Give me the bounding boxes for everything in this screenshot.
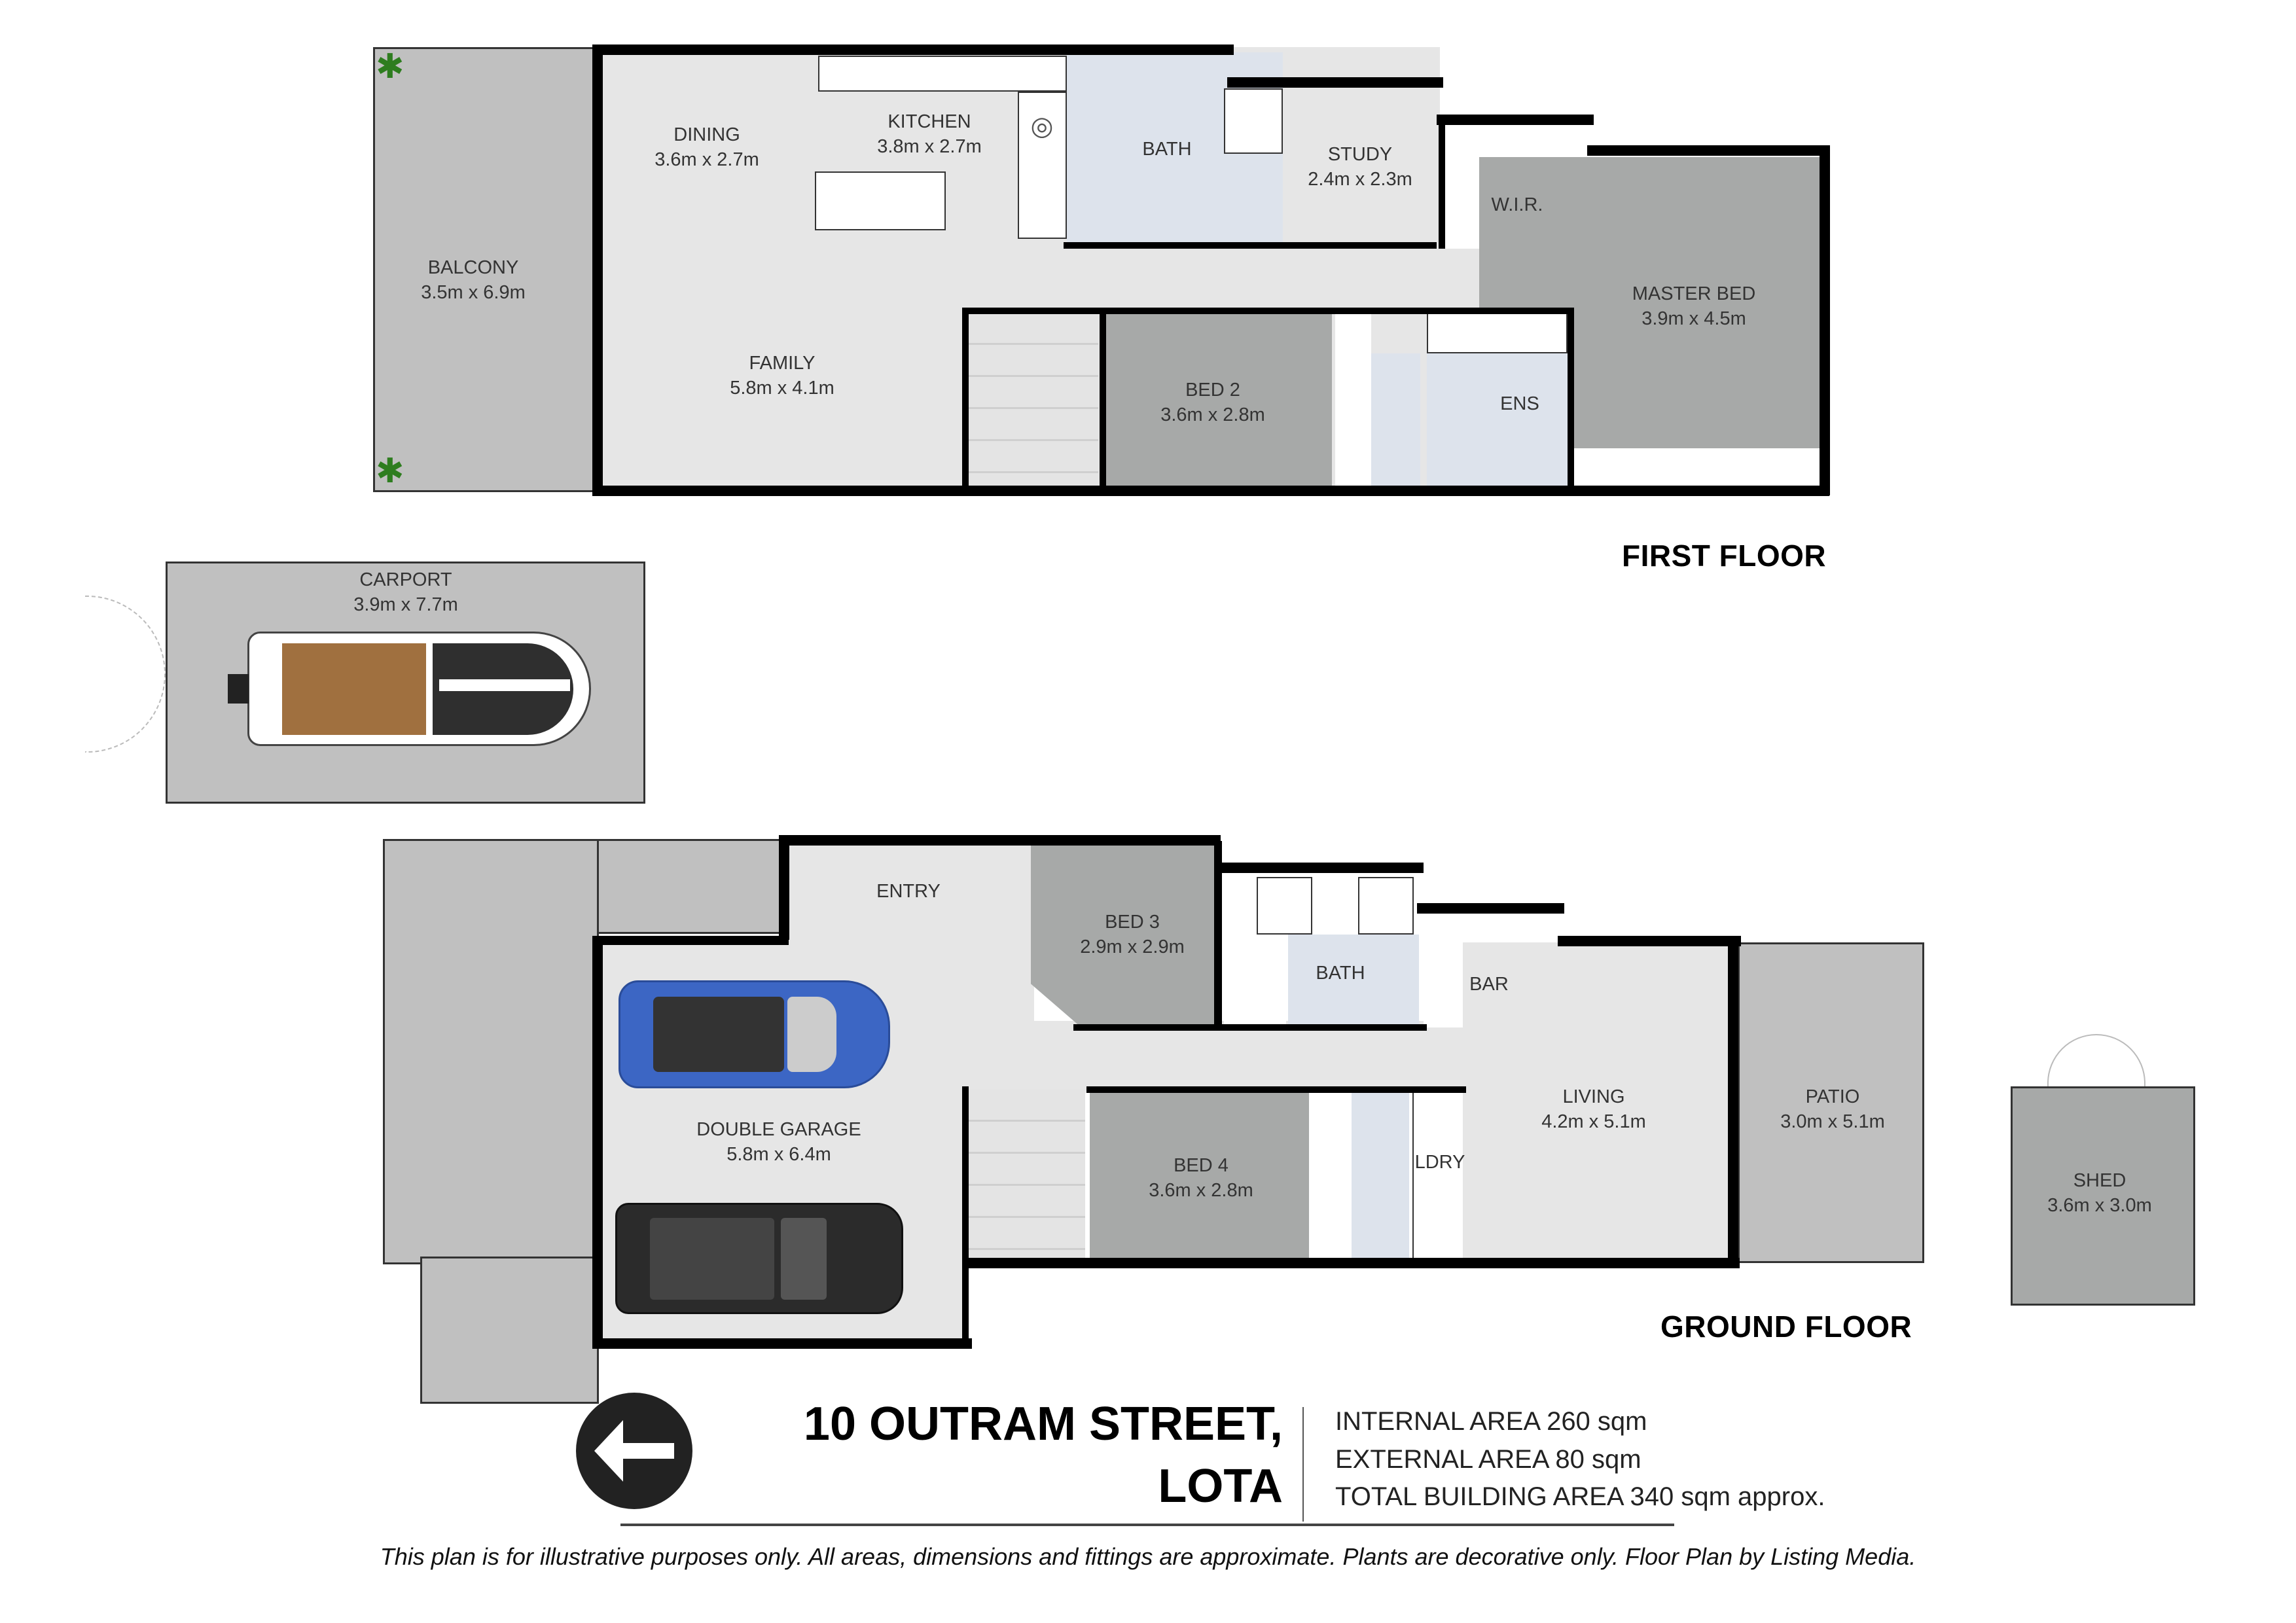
wall (592, 45, 603, 496)
wall (1417, 903, 1564, 914)
address-line-2: LOTA (1158, 1460, 1283, 1512)
wall (1437, 115, 1594, 125)
wall (1214, 863, 1424, 873)
hallway-first (962, 249, 1551, 314)
kitchen-island (815, 171, 946, 230)
linen-cupboard (1335, 313, 1371, 486)
wall (1086, 1086, 1466, 1093)
room-label-ldry: LDRY (1414, 1152, 1465, 1173)
room-label-entry: ENTRY (876, 881, 941, 902)
wall (592, 1338, 972, 1349)
linen-ground-2 (1312, 1090, 1348, 1263)
vanity-bench (1427, 313, 1568, 353)
room-label-bath-first: BATH (1142, 139, 1192, 160)
wall (592, 45, 1073, 55)
wall (1214, 841, 1222, 1031)
wc-first (1371, 353, 1420, 486)
bed-4-room (1090, 1090, 1309, 1263)
wall (1568, 308, 1574, 491)
external-area: EXTERNAL AREA 80 sqm (1335, 1445, 1641, 1474)
ground-floor-title: GROUND FLOOR (1660, 1310, 1912, 1344)
footer-divider-horizontal (620, 1524, 1674, 1526)
plant-icon: ✱ (376, 48, 404, 86)
wall (1073, 1024, 1427, 1031)
shower-ground (1358, 877, 1414, 935)
bed-3-room (1031, 841, 1217, 1024)
car-blue-icon (619, 980, 890, 1088)
room-label-ens: ENS (1500, 393, 1539, 414)
plant-icon: ✱ (376, 452, 404, 490)
boat-icon (247, 632, 591, 746)
wall (592, 936, 603, 1345)
carport-gate-swing (85, 596, 166, 753)
wall (1439, 115, 1445, 249)
wall (1587, 145, 1829, 156)
wall (1100, 308, 1106, 491)
wall (1227, 77, 1443, 88)
study-room (1288, 88, 1439, 242)
deck-top (597, 839, 783, 934)
address-line-1: 10 OUTRAM STREET, (803, 1398, 1283, 1450)
deck-left (383, 839, 599, 1264)
wir-room (1479, 157, 1571, 249)
room-label-wir: W.I.R. (1491, 194, 1543, 215)
deck-left-lower (420, 1257, 599, 1404)
wall (1820, 145, 1830, 495)
patio-area (1738, 942, 1924, 1263)
wall (962, 308, 969, 491)
wall (962, 1086, 969, 1348)
shed-door-swing (2047, 1034, 2145, 1086)
boat-outboard-motor (228, 674, 249, 704)
stairs-first (967, 313, 1098, 486)
bathtub (1257, 877, 1312, 935)
bar-to-living (1466, 1021, 1597, 1263)
wall (592, 936, 789, 945)
wall (779, 835, 1221, 846)
wall (967, 1258, 1740, 1268)
room-label-bath-ground: BATH (1316, 963, 1365, 984)
wall (592, 486, 1829, 496)
wall (1558, 936, 1741, 946)
balcony-area (373, 47, 596, 492)
disclaimer: This plan is for illustrative purposes o… (380, 1543, 1916, 1570)
kitchen-bench (818, 56, 1067, 92)
total-building-area: TOTAL BUILDING AREA 340 sqm approx. (1335, 1482, 1825, 1511)
wall (1064, 45, 1234, 55)
wall (1728, 942, 1738, 1263)
wall (962, 308, 1571, 314)
wc-ground (1352, 1090, 1409, 1263)
internal-area: INTERNAL AREA 260 sqm (1335, 1407, 1647, 1436)
north-arrow-icon (576, 1393, 692, 1509)
ground-corridor (969, 1021, 1473, 1093)
first-floor-title: FIRST FLOOR (1622, 539, 1827, 573)
cooktop-icon: ◎ (1030, 112, 1054, 141)
wall (779, 835, 789, 940)
room-label-bar: BAR (1469, 974, 1509, 995)
stairs-ground (967, 1090, 1085, 1263)
laundry-room (1412, 1090, 1465, 1263)
bath-room-ground (1288, 935, 1419, 1029)
car-black-icon (615, 1203, 903, 1314)
footer-divider-vertical (1302, 1407, 1304, 1522)
bed-2-room (1103, 313, 1332, 486)
kitchen-side-bench (1018, 92, 1067, 239)
shed-area (2011, 1086, 2195, 1306)
ensuite-room (1427, 353, 1568, 486)
shower-tray (1224, 88, 1283, 154)
wall (1064, 242, 1437, 249)
